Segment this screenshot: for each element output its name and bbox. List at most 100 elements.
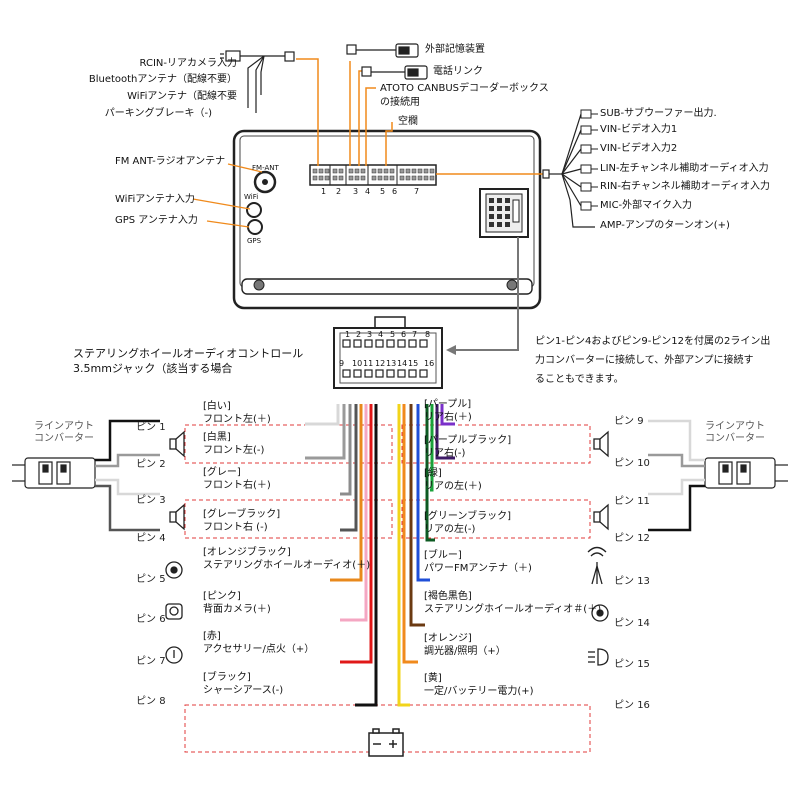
pin-label: ピン 11 [614,492,650,507]
connector-pin-top: 5 [390,330,396,339]
ext-storage-plug [346,43,419,58]
pin-color-label: [黄] [424,673,442,684]
right-converter [704,457,788,489]
label-canbus-2: の接続用 [380,97,420,108]
rca-label: VIN-ビデオ入力1 [600,124,678,135]
head-unit-bottom-rail [241,278,533,295]
label-wifi-antenna: WiFiアンテナ（配線不要 [127,91,237,102]
pin-prefix: ピン [136,696,160,707]
pin-number: 5 [159,574,166,585]
pin-prefix: ピン [614,458,638,469]
pin-prefix: ピン [136,656,160,667]
pin-number: 9 [637,416,644,427]
rcin-plug-cluster [220,50,295,113]
pin-function-label: シャーシアース(-) [203,685,284,696]
rca-label: LIN-左チャンネル補助オーディオ入力 [600,163,769,174]
port-number: 7 [414,187,420,196]
connector-pin-top: 4 [378,330,384,339]
pin-color-label: [赤] [203,631,221,642]
rca-fan [542,113,595,228]
wire-pin-8 [355,404,378,707]
pin-number: 13 [637,576,650,587]
pin-prefix: ピン [614,533,638,544]
pin-label: ピン 12 [614,529,650,544]
wire-pin-13 [416,404,430,582]
wifi-port [246,202,262,218]
bottom-screw-left [253,279,265,291]
rca-label: SUB-サブウーファー出力. [600,108,717,119]
connector-pin-bottom: 13 [386,359,397,368]
pin-color-label: [オレンジブラック] [203,547,291,558]
pin-color-label: [グリーンブラック] [424,511,512,522]
wire-pin-2 [305,404,346,460]
pin-color-label: [パープルブラック] [424,435,512,446]
wire-pin-9 [440,404,455,426]
phone-link-plug [361,65,428,80]
connector-pin-bottom: 16 [424,359,435,368]
steering-line-2: 3.5mmジャック（該当する場合 [73,362,233,375]
label-blank: 空欄 [398,116,418,127]
pin-number: 12 [637,533,650,544]
pin-function-label: リアの左(-) [424,524,476,535]
note-line-2: 力コンバーターに接続して、外部アンプに接続す [535,355,754,366]
pin-number: 7 [159,656,166,667]
pin-color-label: [ピンク] [203,591,241,602]
left-converter-label-1: ラインアウト [34,421,94,432]
label-fm-ant: FM ANT-ラジオアンテナ [115,156,226,167]
wire-pin-1 [305,404,340,426]
pin-color-label: [褐色黒色] [424,591,472,602]
right-converter-label-1: ラインアウト [705,421,765,432]
steering-line-1: ステアリングホイールオーディオコントロール [73,347,304,360]
pin-label: ピン 9 [614,412,644,427]
label-gps-in: GPS アンテナ入力 [115,215,198,226]
pin-prefix: ピン [136,422,160,433]
note-line-3: ることもできます。 [535,374,624,385]
pin-number: 6 [159,614,166,625]
pin-function-label: フロント右 (-) [203,522,268,533]
pin-prefix: ピン [136,459,160,470]
pin-color-label: [ブルー] [424,550,462,561]
pin-function-label: 一定/バッテリー電力(+) [424,686,534,697]
wire-pin-4 [340,404,358,532]
label-canbus: ATOTO CANBUSデコーダーボックス [380,83,549,94]
rca-label: RIN-右チャンネル補助オーディオ入力 [600,181,770,192]
pin-label: ピン 2 [136,455,166,470]
port-number: 6 [392,187,398,196]
pin-label: ピン 5 [136,570,166,585]
connector-pin-top: 2 [356,330,362,339]
pin-number: 3 [159,495,166,506]
pin-color-label: [パープル] [424,399,472,410]
wire-pin-14 [409,404,425,627]
left-converter [12,457,96,489]
port-number: 5 [380,187,386,196]
pin-function-label: リア右(＋) [424,412,472,423]
harness-wires [305,404,455,707]
pin-prefix: ピン [614,618,638,629]
pin-function-label: フロント左(＋) [203,414,271,425]
pin-function-label: リアの左(＋) [424,481,482,492]
connector-pin-bottom: 14 [397,359,408,368]
label-phone-link: 電話リンク [433,66,483,77]
port-number: 3 [353,187,359,196]
bottom-screw-right [506,279,518,291]
pin-color-label: [緑] [424,468,442,479]
right-converter-label-2: コンバーター [705,433,765,444]
pin-label: ピン 13 [614,572,650,587]
pin-color-label: [グレー] [203,467,241,478]
antenna-tower-icon [587,546,607,585]
pin-function-label: 背面カメラ(＋) [203,604,271,615]
connector-pin-bottom: 12 [375,359,386,368]
speaker-icon [169,430,609,531]
port-row [309,164,437,186]
pin-color-label: [白黒] [203,432,231,443]
pin-label: ピン 8 [136,692,166,707]
pin-number: 8 [159,696,166,707]
steering-wheel-icon [165,561,609,622]
pin-function-label: リア右(-) [424,448,466,459]
ignition-key-icon [165,646,183,664]
label-ext-storage: 外部記憶装置 [425,44,485,55]
pin-label: ピン 10 [614,454,650,469]
pin-number: 11 [637,496,650,507]
pin-function-label: ステアリングホイールオーディオ(＋) [203,560,371,571]
